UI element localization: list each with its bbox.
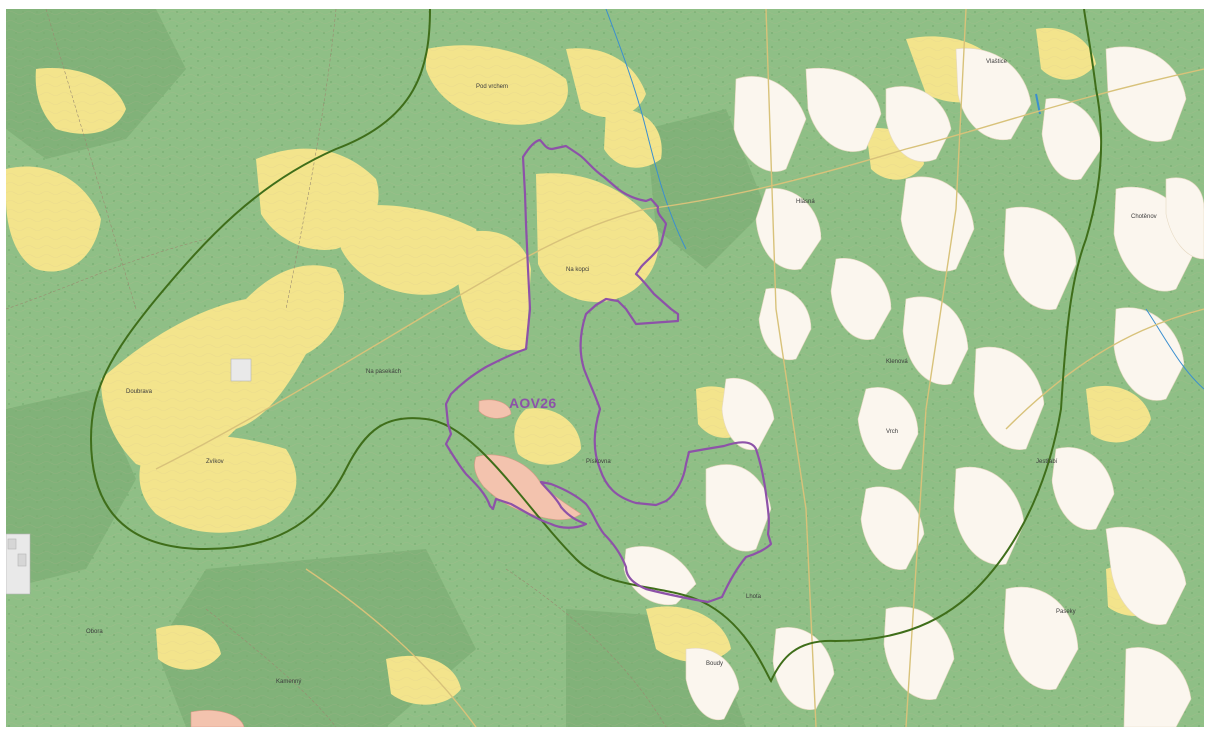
place-label: Jestřabí — [1036, 459, 1058, 465]
place-label: Na pasekách — [366, 369, 402, 375]
place-label: Hlásná — [796, 199, 815, 205]
assessment-area-boundary — [444, 138, 773, 604]
place-label: Pískovna — [586, 459, 611, 465]
place-label: Obora — [86, 629, 103, 635]
place-label: Paseky — [1056, 609, 1076, 615]
map-view[interactable]: AOV26 Vlaštice Hlásná Pod vrchem Chotěno… — [6, 9, 1204, 727]
buffer-zone-boundary — [89, 9, 1103, 683]
field-areas — [623, 46, 1204, 727]
place-label: Zvíkov — [206, 459, 224, 465]
place-label: Klenová — [886, 359, 908, 365]
place-label: Vlaštice — [986, 59, 1008, 65]
place-label: Na kopci — [566, 267, 590, 273]
area-label: AOV26 — [509, 395, 557, 411]
place-label: Vrch — [886, 429, 899, 435]
map-canvas — [6, 9, 1204, 727]
place-label: Doubrava — [126, 389, 153, 395]
industrial-blocks — [6, 358, 252, 595]
place-label: Boudy — [706, 661, 724, 667]
place-label: Chotěnov — [1131, 214, 1157, 220]
place-label: Pod vrchem — [476, 84, 509, 90]
roads — [155, 9, 1204, 727]
place-label: Kamenný — [276, 679, 302, 685]
place-label: Lhota — [746, 594, 762, 600]
